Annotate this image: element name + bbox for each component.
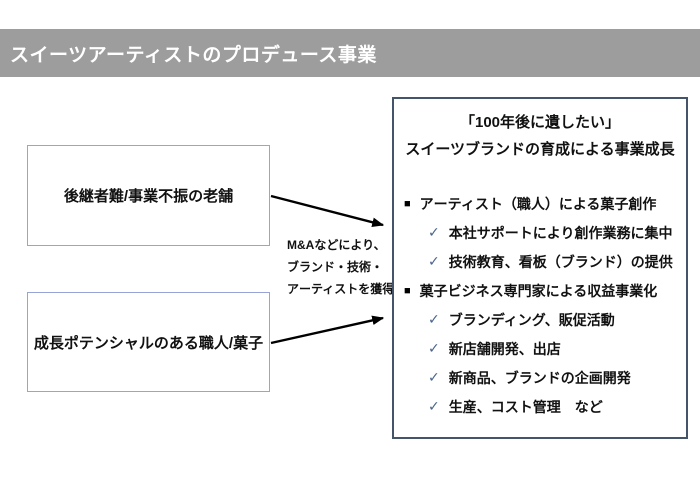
list-item-text: アーティスト（職人）による菓子創作: [419, 195, 657, 212]
source-box-label: 後継者難/事業不振の老舗: [63, 188, 234, 205]
note-line: アーティストを獲得: [287, 282, 395, 296]
check-icon: ✓: [428, 224, 440, 240]
growth-strategy-box: 「100年後に遺したい」 スイーツブランドの育成による事業成長 ■ アーティスト…: [392, 97, 688, 439]
list-item-text: 菓子ビジネス専門家による収益事業化: [419, 282, 658, 299]
source-box-potential-artisans: 成長ポテンシャルのある職人/菓子: [27, 292, 270, 392]
list-item-text: 新店舗開発、出店: [448, 340, 561, 357]
arrow-top-icon: [270, 194, 385, 227]
growth-box-title-line: スイーツブランドの育成による事業成長: [405, 141, 675, 158]
growth-box-title-line: 「100年後に遺したい」: [459, 114, 621, 131]
list-item-text: 新商品、ブランドの企画開発: [448, 369, 631, 386]
list-item: ✓ 生産、コスト管理 など: [394, 392, 686, 421]
check-icon: ✓: [428, 311, 440, 327]
list-item: ✓ 新店舗開発、出店: [394, 334, 686, 363]
growth-box-title: 「100年後に遺したい」 スイーツブランドの育成による事業成長: [394, 109, 686, 163]
source-box-declining-shops: 後継者難/事業不振の老舗: [27, 145, 270, 246]
arrow-bottom-icon: [270, 315, 385, 345]
list-item-text: 技術教育、看板（ブランド）の提供: [448, 253, 673, 270]
source-box-label: 成長ポテンシャルのある職人/菓子: [33, 334, 264, 352]
growth-box-list: ■ アーティスト（職人）による菓子創作 ✓ 本社サポートにより創作業務に集中 ✓…: [394, 189, 686, 421]
square-bullet-icon: ■: [404, 284, 411, 297]
list-item: ■ 菓子ビジネス専門家による収益事業化: [394, 276, 686, 305]
check-icon: ✓: [428, 253, 440, 269]
list-item: ✓ ブランディング、販促活動: [394, 305, 686, 334]
check-icon: ✓: [428, 340, 440, 356]
list-item: ✓ 技術教育、看板（ブランド）の提供: [394, 247, 686, 276]
list-item-text: 本社サポートにより創作業務に集中: [448, 224, 673, 241]
list-item-text: ブランディング、販促活動: [448, 311, 615, 328]
square-bullet-icon: ■: [404, 197, 411, 210]
slide-header: スイーツアーティストのプロデュース事業: [0, 29, 700, 77]
list-item-text: 生産、コスト管理 など: [448, 398, 603, 415]
list-item: ■ アーティスト（職人）による菓子創作: [394, 189, 686, 218]
slide-title: スイーツアーティストのプロデュース事業: [10, 44, 377, 66]
ma-acquisition-note: M&Aなどにより、 ブランド・技術・ アーティストを獲得: [287, 234, 397, 300]
note-line: M&Aなどにより、: [287, 238, 386, 252]
note-line: ブランド・技術・: [287, 260, 384, 274]
check-icon: ✓: [428, 369, 440, 385]
list-item: ✓ 新商品、ブランドの企画開発: [394, 363, 686, 392]
check-icon: ✓: [428, 398, 440, 414]
list-item: ✓ 本社サポートにより創作業務に集中: [394, 218, 686, 247]
